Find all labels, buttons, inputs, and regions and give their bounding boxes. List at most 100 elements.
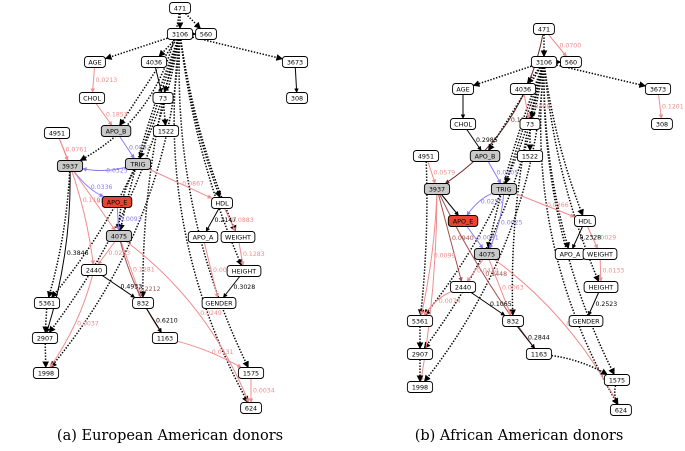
node-1998: 1998 bbox=[32, 367, 60, 379]
node-label: APO_E bbox=[107, 199, 128, 207]
node-box bbox=[582, 248, 618, 260]
node-box bbox=[152, 125, 180, 137]
edge-weight-label: 0.0940 bbox=[452, 235, 474, 242]
edge-weight-label: 0.0253 bbox=[109, 250, 131, 257]
edge-weight-label: 0.1448 bbox=[485, 271, 507, 278]
node-3673: 3673 bbox=[644, 83, 672, 95]
node-age: AGE bbox=[84, 56, 106, 68]
node-box bbox=[449, 118, 477, 130]
node-4951: 4951 bbox=[412, 150, 440, 162]
node-1163: 1163 bbox=[151, 332, 179, 344]
node-2907: 2907 bbox=[31, 332, 59, 344]
edge-apo-b-to-trig bbox=[487, 161, 502, 184]
node-label: 73 bbox=[526, 121, 534, 129]
edge-3106-to-weight bbox=[180, 39, 237, 233]
edge-chol-to-apo-b bbox=[95, 103, 113, 126]
edge-3106-to-2907 bbox=[48, 39, 180, 334]
node-1522: 1522 bbox=[152, 125, 180, 137]
edge-3106-to-624 bbox=[539, 67, 619, 406]
edge-1163-to-1575 bbox=[177, 340, 242, 368]
node-apo-a: APO_A bbox=[187, 231, 219, 243]
edge-2440-to-5361 bbox=[423, 291, 451, 316]
node-label: 4036 bbox=[515, 86, 531, 94]
node-label: APO_A bbox=[560, 251, 581, 259]
edge-4075-to-624 bbox=[125, 241, 250, 403]
node-apo-b: APO_B bbox=[469, 150, 501, 162]
node-label: 2907 bbox=[37, 335, 53, 343]
edge-weight-label: 0.0099 bbox=[434, 252, 456, 259]
node-box bbox=[447, 215, 479, 227]
node-box bbox=[281, 56, 309, 68]
edge-apo-a-to-gender bbox=[203, 242, 219, 298]
edge-weight-label: 0.0093 bbox=[120, 216, 142, 223]
node-age: AGE bbox=[452, 83, 474, 95]
node-label: 3106 bbox=[536, 59, 552, 67]
edge-height-to-gender bbox=[587, 292, 600, 316]
edge-apo-b-to-trig bbox=[119, 136, 135, 159]
node-box bbox=[406, 315, 434, 327]
node-5361: 5361 bbox=[406, 315, 434, 327]
node-label: 1575 bbox=[609, 377, 625, 385]
node-box bbox=[124, 158, 152, 170]
edge-weight-label: 0.0034 bbox=[253, 388, 275, 395]
edge-weight-label: 0.0025 bbox=[501, 219, 523, 226]
edge-3937-to-apo-e bbox=[441, 194, 459, 216]
node-label: 2440 bbox=[455, 284, 471, 292]
node-box bbox=[195, 28, 217, 40]
node-apo-e: APO_E bbox=[101, 196, 133, 208]
panel-a-graph: 0.02130.18530.08920.07610.11980.03360.03… bbox=[31, 2, 309, 414]
node-box bbox=[583, 281, 619, 293]
edge-weight-label: 0.0405 bbox=[497, 170, 519, 177]
node-label: 73 bbox=[159, 95, 167, 103]
edge-weight-label: 0.0266 bbox=[547, 202, 569, 209]
node-height: HEIGHT bbox=[226, 265, 262, 277]
edge-3106-to-hdl bbox=[543, 67, 584, 217]
edge-weight-label: 0.0074 bbox=[439, 298, 461, 305]
node-1998: 1998 bbox=[406, 381, 434, 393]
node-box bbox=[533, 23, 555, 35]
edge-4036-to-73 bbox=[523, 94, 531, 119]
edge-age-to-chol bbox=[90, 67, 96, 93]
node-560: 560 bbox=[195, 28, 217, 40]
edge-3937-to-5361 bbox=[47, 171, 71, 299]
node-label: 471 bbox=[174, 5, 186, 13]
node-4075: 4075 bbox=[473, 248, 501, 260]
node-label: WEIGHT bbox=[225, 234, 251, 242]
edge-hdl-to-apo-a bbox=[572, 226, 583, 249]
node-weight: WEIGHT bbox=[220, 231, 256, 243]
node-box bbox=[452, 83, 474, 95]
edge-3106-to-height bbox=[179, 39, 243, 267]
edge-weight-label: 0.0037 bbox=[77, 321, 99, 328]
edge-3106-to-5361 bbox=[51, 39, 180, 299]
edge-3106-to-1998 bbox=[423, 67, 545, 383]
node-box bbox=[469, 150, 501, 162]
node-832: 832 bbox=[132, 297, 154, 309]
edge-3937-to-5361 bbox=[419, 194, 438, 316]
node-box bbox=[84, 56, 106, 68]
edge-4075-to-2440 bbox=[466, 259, 484, 282]
edge-3106-to-624 bbox=[173, 39, 249, 404]
edge-3106-to-832 bbox=[139, 39, 180, 299]
node-1522: 1522 bbox=[516, 150, 544, 162]
node-label: 560 bbox=[565, 59, 577, 67]
node-73: 73 bbox=[519, 118, 541, 130]
node-box bbox=[525, 348, 553, 360]
node-box bbox=[32, 367, 60, 379]
edge-3937-to-4075 bbox=[73, 171, 116, 231]
node-box bbox=[406, 381, 434, 393]
node-label: WEIGHT bbox=[587, 251, 613, 259]
edge-4951-to-2440 bbox=[58, 138, 96, 265]
edge-3937-to-1163 bbox=[439, 194, 536, 349]
node-box bbox=[43, 127, 71, 139]
node-apo-e: APO_E bbox=[447, 215, 479, 227]
node-label: 3937 bbox=[62, 163, 78, 171]
node-box bbox=[31, 332, 59, 344]
edge-3106-to-3673 bbox=[556, 64, 647, 88]
node-3673: 3673 bbox=[281, 56, 309, 68]
node-label: 2440 bbox=[86, 267, 102, 275]
node-label: 624 bbox=[615, 407, 627, 415]
edge-trig-to-4075 bbox=[489, 194, 505, 249]
edge-3937-to-2440 bbox=[438, 194, 463, 282]
node-chol: CHOL bbox=[449, 118, 477, 130]
node-2440: 2440 bbox=[80, 264, 108, 276]
